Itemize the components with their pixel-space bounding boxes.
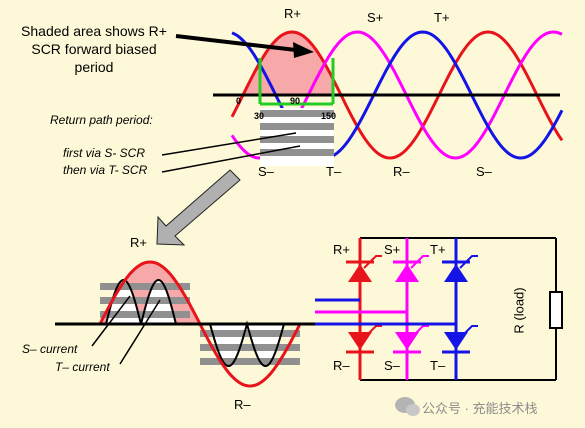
- t-current-label: T– current: [55, 360, 110, 374]
- wechat-icon: [395, 397, 420, 416]
- angle-0-label: 0: [236, 96, 242, 106]
- watermark: 公众号 · 充能技术栈: [422, 401, 538, 416]
- angle-90-label: 90: [290, 96, 301, 106]
- bridge-r-plus-label: R+: [333, 242, 350, 257]
- scr-s-plus: [393, 255, 429, 282]
- thyristor-bridge: [315, 237, 563, 381]
- caption-arrow: [175, 34, 314, 58]
- bridge-r-minus-label: R–: [333, 358, 350, 373]
- scr-t-minus: [442, 325, 478, 354]
- bottom-r-plus-label: R+: [130, 235, 147, 250]
- scr-t-plus: [442, 255, 478, 282]
- top-caption: Shaded area shows R+ SCR forward biased …: [21, 23, 167, 75]
- s-minus-label: S–: [258, 164, 274, 179]
- s-current-pointer: [91, 295, 131, 347]
- r-phase-wave: [230, 30, 564, 160]
- r-minus-label: R–: [393, 164, 410, 179]
- bridge-t-minus-label: T–: [430, 358, 446, 373]
- angle-30-label: 30: [254, 111, 265, 121]
- r-plus-label: R+: [284, 6, 301, 21]
- r-phase-shade: [243, 32, 332, 95]
- t-current-pointer: [119, 299, 161, 365]
- positive-return-stripes: [100, 280, 190, 324]
- s-current-label: S– current: [22, 342, 78, 356]
- s-plus-label: S+: [367, 10, 384, 25]
- bridge-s-minus-label: S–: [384, 358, 400, 373]
- bottom-waveform: [55, 260, 318, 388]
- t-minus-label: T–: [326, 164, 342, 179]
- bottom-r-minus-label: R–: [234, 397, 251, 412]
- return-path-pointers: [161, 132, 301, 173]
- return-path-label: Return path period:: [50, 113, 153, 127]
- scr-r-plus: [346, 255, 382, 282]
- negative-return-stripes: [200, 324, 300, 366]
- load-label: R (load): [511, 287, 527, 334]
- s-minus-label-2: S–: [476, 164, 492, 179]
- t-plus-label: T+: [434, 10, 450, 25]
- scr-s-minus: [393, 325, 429, 354]
- bridge-t-plus-label: T+: [430, 242, 446, 257]
- load-resistor: [549, 291, 563, 329]
- bridge-s-plus-label: S+: [384, 242, 401, 257]
- angle-150-label: 150: [321, 111, 337, 121]
- scr-r-minus: [346, 325, 382, 354]
- path-first-label: first via S- SCR: [63, 146, 146, 160]
- path-then-label: then via T- SCR: [63, 163, 148, 177]
- zoom-arrow: [156, 169, 241, 246]
